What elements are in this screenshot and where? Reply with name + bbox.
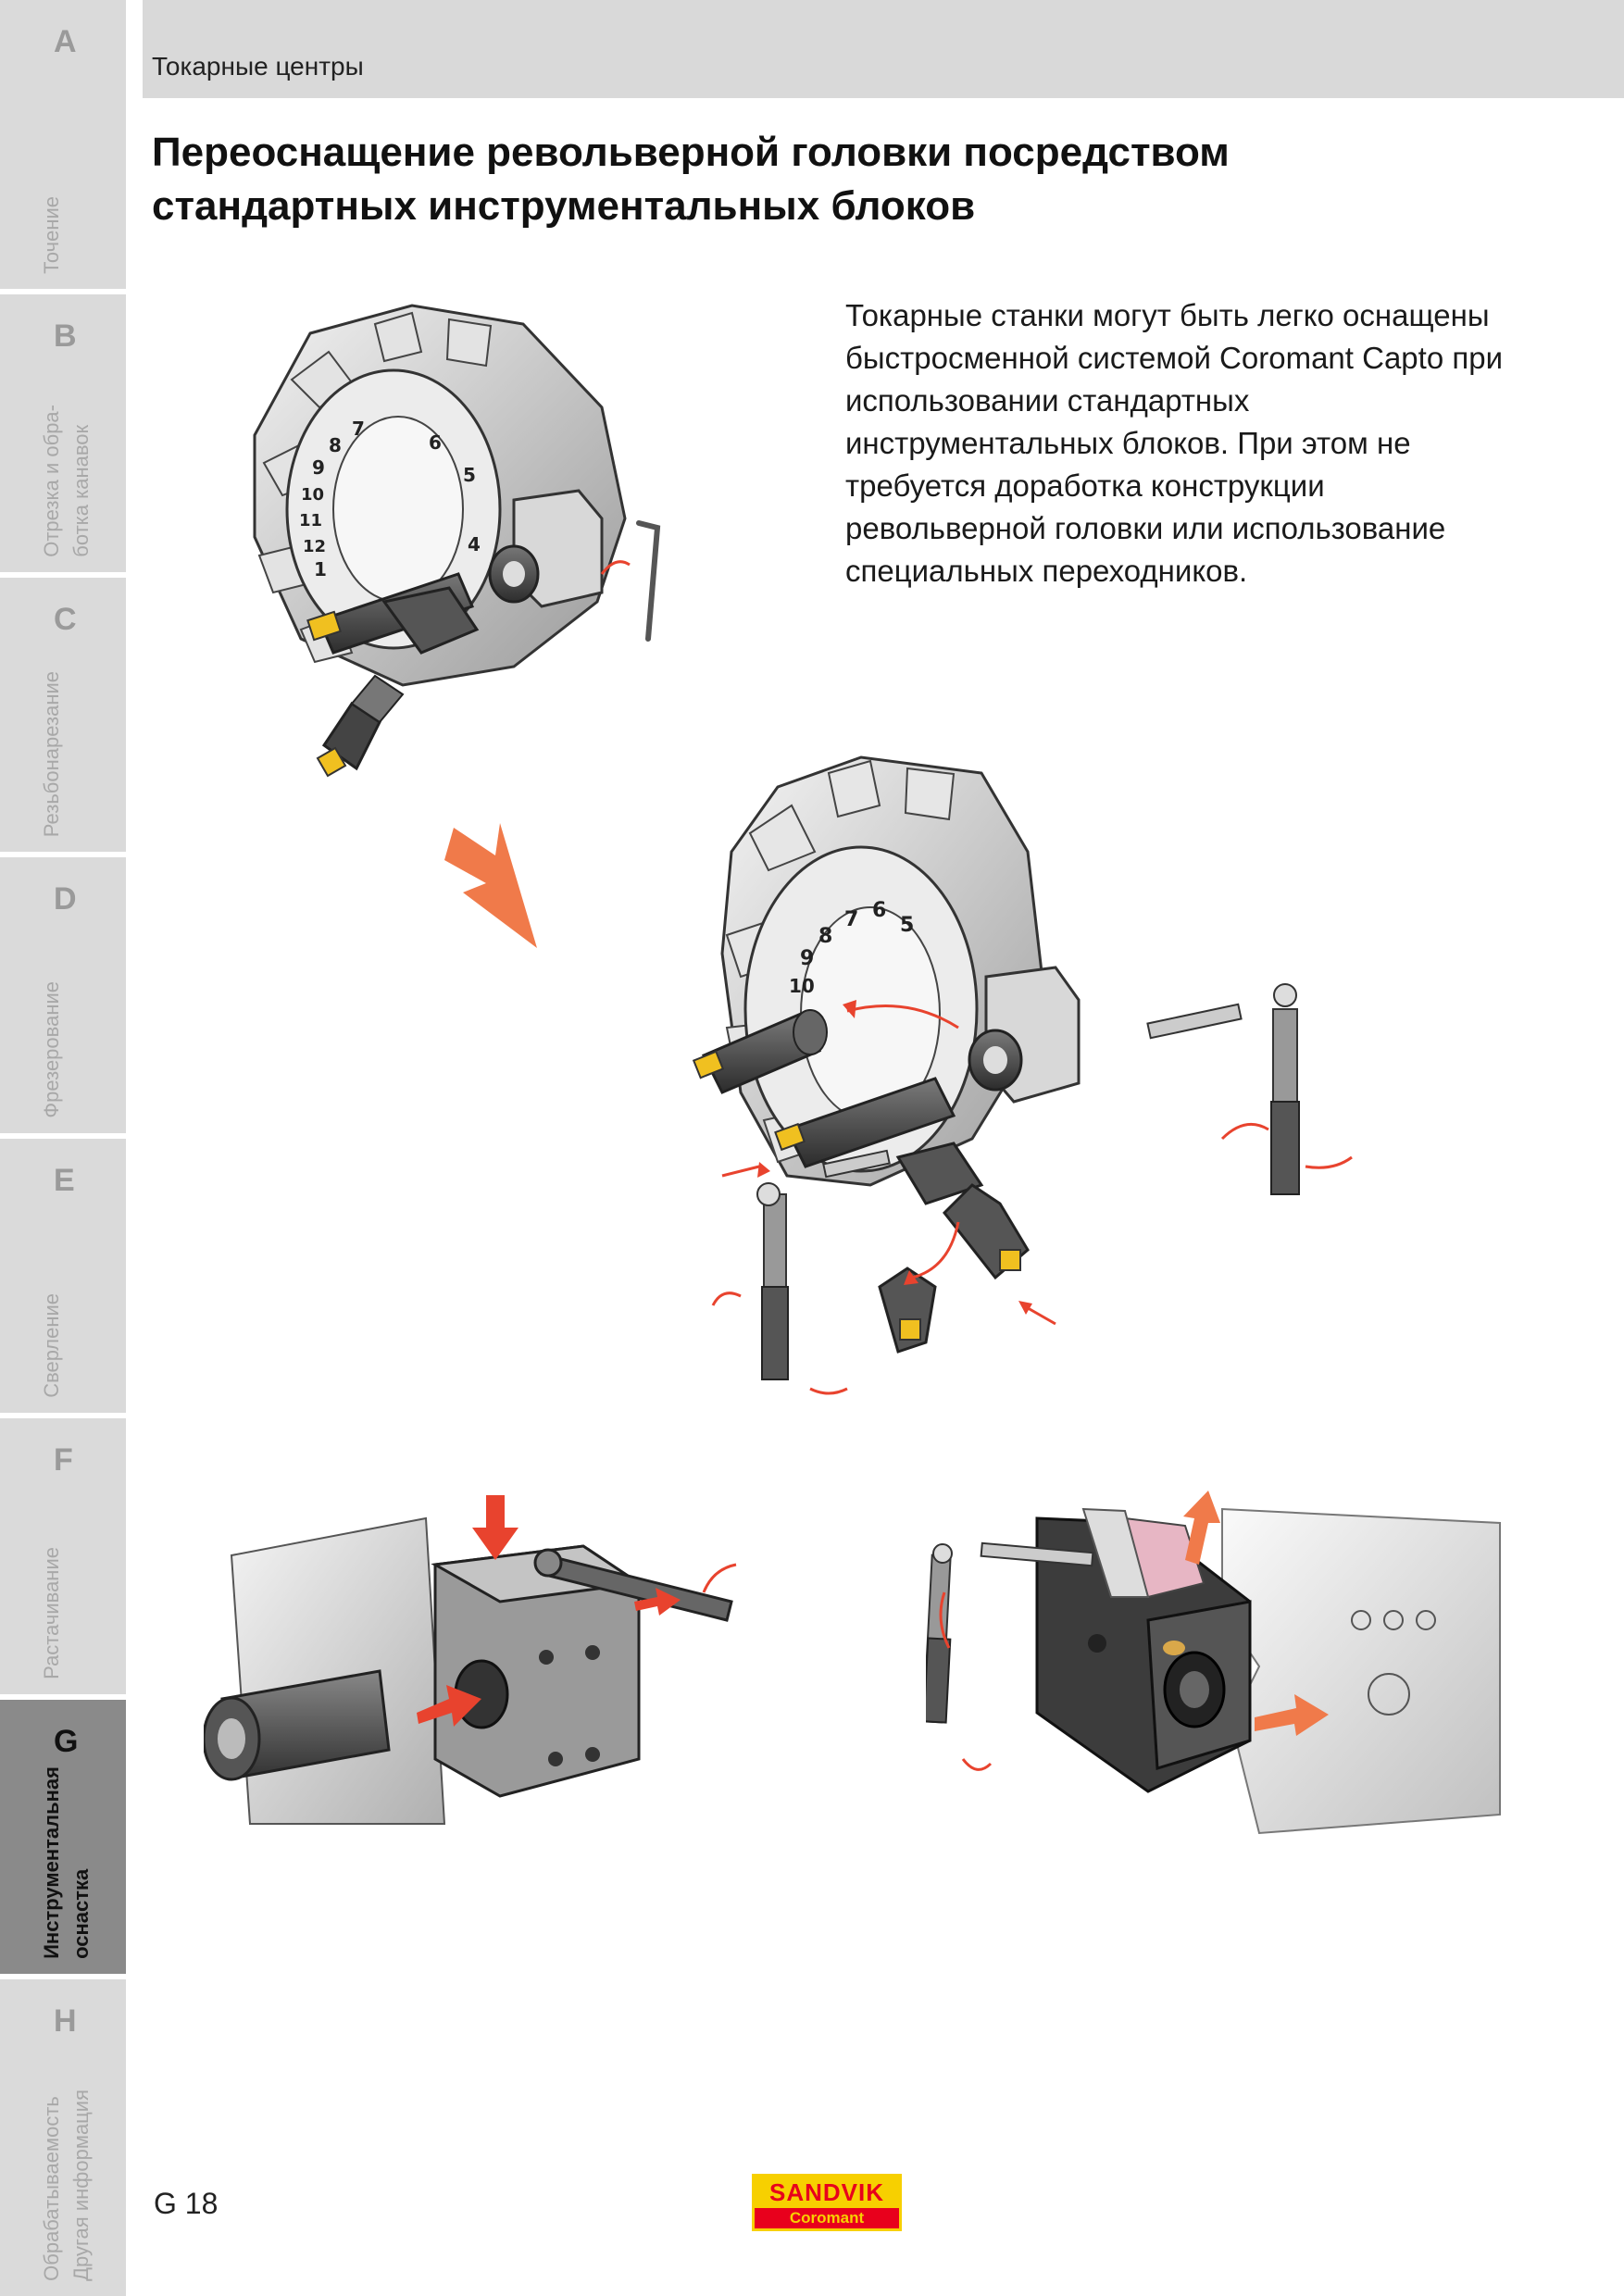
logo-sub: Coromant [789,2209,865,2227]
turret-face [1221,1507,1501,1835]
tab-letter: H [54,2003,77,2039]
torque-wrench-right [1270,983,1300,1195]
turret-number: 9 [800,947,814,970]
turning-holder [316,586,480,778]
tool-block [1035,1516,1252,1793]
hex-wrench [533,1548,733,1622]
section-title: Токарные центры [152,52,364,81]
tab-label: Точение [40,196,63,274]
turret-number: 9 [312,456,325,479]
turret-number: 12 [303,537,326,556]
turret-number: 6 [429,431,442,454]
turret-number: 11 [299,511,322,530]
transition-arrow-icon [444,823,537,948]
section-tab-f[interactable]: F Растачивание [0,1418,126,1694]
red-arrowheads [757,1000,1032,1315]
tool-block-illustration-left [204,1495,737,1825]
section-header-bar: Токарные центры [143,0,1624,98]
clamp-wedge [1081,1507,1206,1599]
turret-face [230,1516,446,1825]
turret-illustration-before: 7 8 9 10 11 12 1 5 6 4 [253,304,661,778]
section-tab-e[interactable]: E Сверление [0,1139,126,1413]
tab-label: Инструментальная оснастка [40,1766,93,1959]
red-rotate-arrow [600,560,631,575]
turret-number: 7 [352,418,365,440]
tool-block [968,966,1081,1104]
turret-number: 10 [301,485,324,505]
tab-label: Отрезка и обра- ботка канавок [40,405,93,557]
hex-key [636,520,661,642]
tab-letter: D [54,881,77,917]
red-arrows [939,1491,1329,1771]
boring-bar-lower [774,1077,956,1168]
section-tab-c[interactable]: C Резьбонарезание [0,578,126,852]
tab-letter: B [54,318,77,354]
turret-number: 10 [789,975,815,997]
tab-letter: G [54,1724,79,1759]
tab-label: Обрабатываемость Другая информация [40,2090,93,2281]
section-tab-d[interactable]: D Фрезерование [0,857,126,1133]
turret-body [253,304,627,687]
logo-brand: SANDVIK [755,2177,899,2208]
tab-letter: C [54,602,77,637]
turret-number: 4 [468,533,481,555]
section-tab-b[interactable]: B Отрезка и обра- ботка канавок [0,294,126,572]
turret-number: 8 [329,434,342,456]
tab-label: Резьбонарезание [40,670,63,837]
intro-paragraph: Токарные станки могут быть легко оснащен… [845,298,1503,588]
section-tab-a[interactable]: A Точение [0,0,126,289]
tab-label: Фрезерование [40,981,63,1118]
tool-block [488,489,604,608]
torque-wrench-left [756,1182,789,1380]
turret-illustration-after: 7 8 9 6 5 10 [692,755,1353,1395]
tool-block-illustration-right [926,1491,1501,1835]
tab-letter: A [54,24,77,59]
sandvik-coromant-logo: SANDVIK Coromant [752,2174,902,2231]
page-title: Переоснащение револьверной головки посре… [152,130,1230,229]
turret-number: 5 [463,464,476,486]
section-tab-h[interactable]: H Обрабатываемость Другая информация [0,1979,126,2296]
turning-holder [878,1142,1030,1354]
tab-letter: F [54,1442,73,1478]
red-arrows [417,1495,737,1727]
tab-letter: E [54,1163,75,1198]
tool-block [431,1544,643,1798]
tab-label: Сверление [40,1293,63,1398]
shank-adapter [204,1669,391,1781]
turret-body [720,755,1043,1187]
boring-bar-upper [692,1009,828,1094]
screw [822,1003,1243,1179]
turret-number: 6 [872,899,886,922]
turret-number: 1 [314,558,327,580]
section-tab-g[interactable]: G Инструментальная оснастка [0,1700,126,1974]
turret-number: 8 [818,925,832,948]
turret-number: 7 [844,908,858,931]
turret-number: 5 [900,914,914,937]
page-number: G 18 [154,2187,219,2220]
tab-label: Растачивание [40,1547,63,1679]
